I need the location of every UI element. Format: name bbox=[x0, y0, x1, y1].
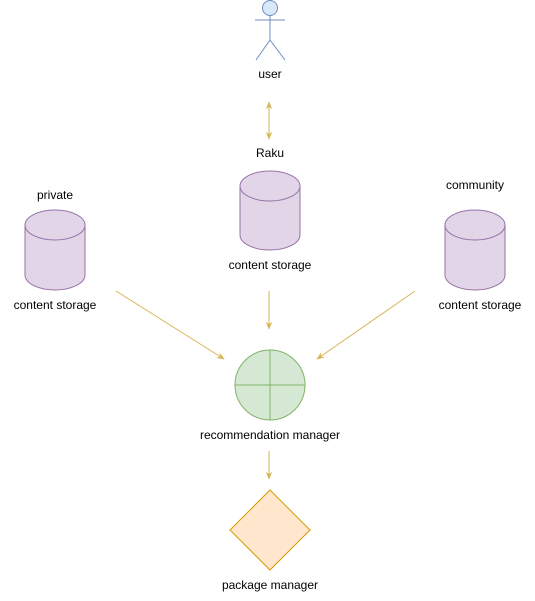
user-actor[interactable]: user bbox=[255, 0, 286, 82]
package-manager[interactable]: package manager bbox=[222, 489, 318, 592]
edge-private-recommendation bbox=[115, 290, 225, 360]
diamond-icon bbox=[229, 489, 311, 571]
actor-icon bbox=[255, 0, 286, 61]
database-icon bbox=[239, 170, 301, 251]
private-storage[interactable]: private content storage bbox=[14, 188, 97, 312]
community-label: content storage bbox=[439, 298, 522, 312]
package-label: package manager bbox=[222, 578, 318, 592]
recommendation-manager[interactable]: recommendation manager bbox=[200, 349, 340, 442]
summing-junction-icon bbox=[234, 349, 306, 421]
community-storage[interactable]: community content storage bbox=[439, 178, 522, 312]
recommendation-label: recommendation manager bbox=[200, 428, 340, 442]
raku-storage[interactable]: Raku content storage bbox=[229, 146, 312, 272]
database-icon bbox=[444, 209, 506, 291]
raku-title: Raku bbox=[256, 146, 284, 160]
edge-community-recommendation bbox=[316, 290, 416, 360]
raku-label: content storage bbox=[229, 258, 312, 272]
user-label: user bbox=[258, 67, 281, 81]
database-icon bbox=[24, 209, 86, 291]
community-title: community bbox=[446, 178, 504, 192]
private-title: private bbox=[37, 188, 73, 202]
private-label: content storage bbox=[14, 298, 97, 312]
